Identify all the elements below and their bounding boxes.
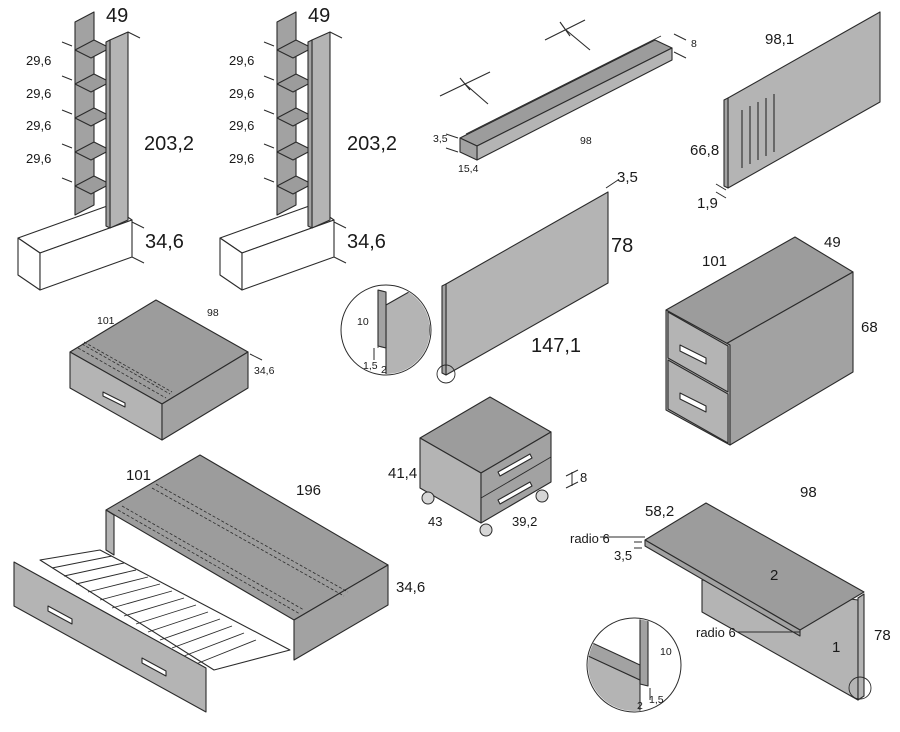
trundle-bed (13, 454, 389, 713)
corner-desk-radius-top: radio 6 (570, 531, 610, 546)
bookcase-left-shelf-2: 29,6 (26, 86, 51, 101)
bookcase-left-base-height: 34,6 (145, 231, 184, 253)
corner-desk-top-depth: 58,2 (645, 503, 674, 520)
bookcase-right-shelf-1: 29,6 (229, 53, 254, 68)
wall-shelf-depth: 15,4 (458, 163, 479, 175)
drawer-handle-icon (102, 391, 126, 408)
panel-slotted-width: 98,1 (765, 31, 794, 48)
drawer-cabinet-width: 101 (702, 253, 727, 270)
bookcase-right-width: 49 (308, 5, 330, 27)
bookcase-left (17, 11, 145, 291)
bookcase-left-shelf-1: 29,6 (26, 53, 51, 68)
nightstand-drawer-gap: 8 (580, 470, 587, 485)
detail-left-gap-b: 2 (381, 364, 387, 376)
drawer-handle-icon (497, 453, 533, 477)
bench-drawer-width: 101 (97, 315, 115, 327)
detail-right-height: 10 (660, 646, 672, 658)
drawer-handle-icon (497, 481, 533, 505)
ventilation-slot-icon (741, 94, 775, 168)
desk-panel-width: 147,1 (531, 335, 581, 357)
bracket-left-icon (439, 71, 491, 105)
bench-drawer-depth: 98 (207, 307, 219, 319)
bookcase-left-height: 203,2 (144, 133, 194, 155)
bookcase-right (219, 11, 347, 291)
wall-shelf-length: 98 (580, 135, 592, 147)
nightstand (419, 396, 579, 537)
nightstand-width: 43 (428, 514, 442, 529)
drawer-handle-icon (679, 344, 707, 413)
detail-right-gap-b: 1,5 (649, 694, 664, 706)
drawer-cabinet (665, 236, 854, 446)
desk-panel (436, 179, 619, 384)
bookcase-right-shelf-4: 29,6 (229, 151, 254, 166)
caster-wheel-icon (421, 489, 549, 537)
corner-desk-height: 78 (874, 627, 891, 644)
drawer-handle-icon (47, 605, 73, 625)
bench-drawer-height: 34,6 (254, 365, 275, 377)
drawer-cabinet-height: 68 (861, 319, 878, 336)
detail-marker-icon (436, 364, 456, 384)
trundle-bed-height: 34,6 (396, 579, 425, 596)
trundle-bed-length: 196 (296, 482, 321, 499)
wall-shelf-thickness: 3,5 (433, 133, 448, 145)
detail-left-height: 10 (357, 316, 369, 328)
corner-desk-radius-inner: radio 6 (696, 625, 736, 640)
panel-slotted-thickness: 1,9 (697, 195, 718, 212)
bench-drawer (69, 299, 263, 441)
detail-right (586, 617, 682, 713)
bookcase-right-base-height: 34,6 (347, 231, 386, 253)
desk-panel-height: 78 (611, 235, 633, 257)
panel-slotted (715, 11, 881, 199)
bed-slats-icon (51, 555, 257, 665)
detail-marker-icon (848, 676, 872, 700)
wall-shelf (439, 19, 687, 161)
wall-shelf-height: 8 (691, 38, 697, 50)
corner-desk-thickness: 3,5 (614, 548, 632, 563)
bookcase-left-width: 49 (106, 5, 128, 27)
bookcase-right-shelf-2: 29,6 (229, 86, 254, 101)
bookcase-right-height: 203,2 (347, 133, 397, 155)
trundle-bed-width: 101 (126, 467, 151, 484)
drawer-cabinet-depth: 49 (824, 234, 841, 251)
nightstand-depth: 39,2 (512, 514, 537, 529)
bookcase-left-shelf-3: 29,6 (26, 118, 51, 133)
drawer-handle-icon (141, 657, 167, 677)
bookcase-left-shelf-4: 29,6 (26, 151, 51, 166)
detail-left (340, 284, 432, 376)
corner-desk-length: 98 (800, 484, 817, 501)
nightstand-height: 41,4 (388, 465, 417, 482)
desk-panel-thickness: 3,5 (617, 169, 638, 186)
panel-slotted-height: 66,8 (690, 142, 719, 159)
bracket-right-icon (544, 19, 591, 51)
corner-desk-part-leg: 1 (832, 639, 840, 656)
corner-desk-part-top: 2 (770, 567, 778, 584)
detail-left-gap-a: 1,5 (363, 360, 378, 372)
corner-desk (600, 502, 872, 701)
bookcase-right-shelf-3: 29,6 (229, 118, 254, 133)
detail-right-gap-a: 2 (637, 700, 643, 712)
